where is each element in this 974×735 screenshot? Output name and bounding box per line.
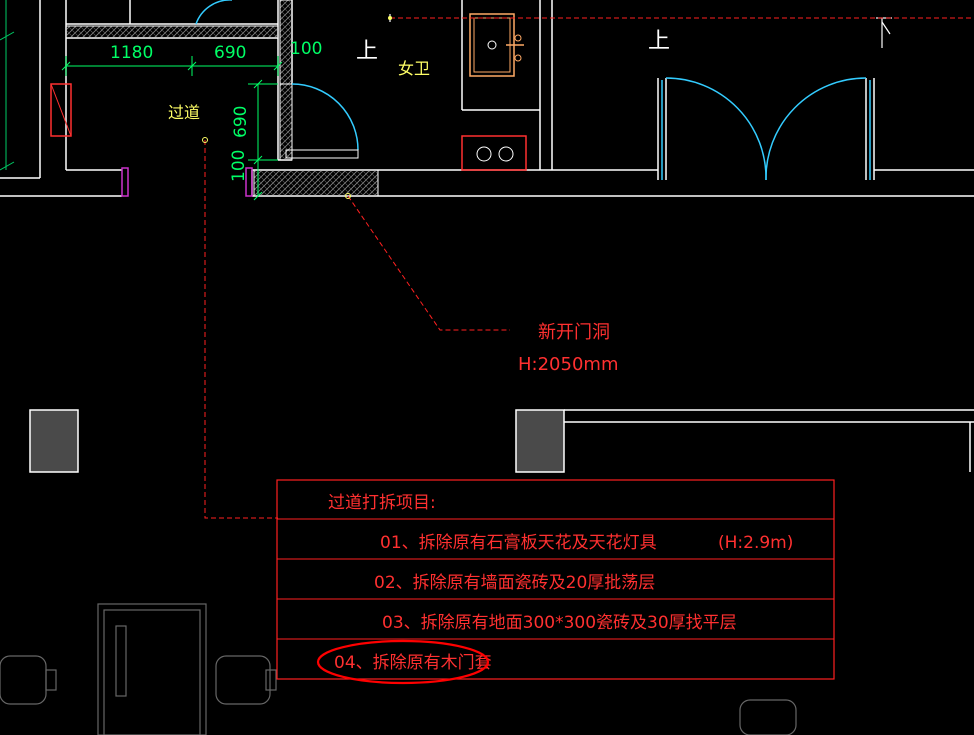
demolition-table-text: 过道打拆项目: 01、拆除原有石膏板天花及天花灯具 (H:2.9m) 02、拆除… bbox=[328, 493, 793, 673]
dim-100-top: 100 bbox=[290, 39, 322, 59]
callout-height: H:2050mm bbox=[518, 354, 618, 375]
callout-title: 新开门洞 bbox=[538, 322, 610, 343]
anchor-dot-top bbox=[388, 16, 392, 20]
label-corridor: 过道 bbox=[168, 103, 200, 122]
anchor-dot-corridor bbox=[202, 137, 208, 143]
table-row-1-extra: (H:2.9m) bbox=[718, 533, 793, 553]
hatched-walls bbox=[65, 0, 379, 197]
door-jambs bbox=[121, 167, 253, 197]
stove bbox=[461, 135, 527, 171]
anchor-dot-door bbox=[345, 193, 351, 199]
table-title: 过道打拆项目: bbox=[328, 493, 436, 513]
dim-690-vertical: 690 bbox=[231, 106, 251, 138]
mark-shang-left: 上 bbox=[356, 39, 378, 64]
dim-1180: 1180 bbox=[110, 43, 153, 63]
demolition-table bbox=[276, 479, 835, 680]
dim-690-horizontal: 690 bbox=[214, 43, 246, 63]
new-door-callout: 新开门洞 H:2050mm bbox=[518, 322, 618, 375]
table-row-3: 03、拆除原有地面300*300瓷砖及30厚找平层 bbox=[382, 613, 737, 633]
dimension-texts: 1180 690 100 690 100 bbox=[110, 39, 322, 182]
lower-furniture bbox=[0, 603, 797, 735]
red-panel bbox=[50, 83, 72, 137]
dim-100-vertical: 100 bbox=[229, 150, 249, 182]
mark-shang-right: 上 bbox=[648, 29, 670, 54]
sink bbox=[469, 13, 524, 77]
level-marks: 上 上 bbox=[356, 29, 670, 64]
table-row-2: 02、拆除原有墙面瓷砖及20厚批荡层 bbox=[374, 573, 655, 593]
table-row-1: 01、拆除原有石膏板天花及天花灯具 bbox=[380, 532, 657, 553]
doors bbox=[195, 0, 871, 181]
table-row-4: 04、拆除原有木门套 bbox=[334, 653, 492, 673]
highlight-ellipse bbox=[316, 639, 490, 685]
label-womens-restroom: 女卫 bbox=[398, 59, 430, 78]
columns bbox=[29, 409, 974, 473]
dimension-lines bbox=[61, 56, 283, 201]
misc-marks bbox=[389, 14, 892, 48]
leader-lines bbox=[204, 140, 510, 519]
room-labels: 过道 女卫 bbox=[168, 59, 430, 122]
left-dim-lines bbox=[0, 0, 15, 171]
